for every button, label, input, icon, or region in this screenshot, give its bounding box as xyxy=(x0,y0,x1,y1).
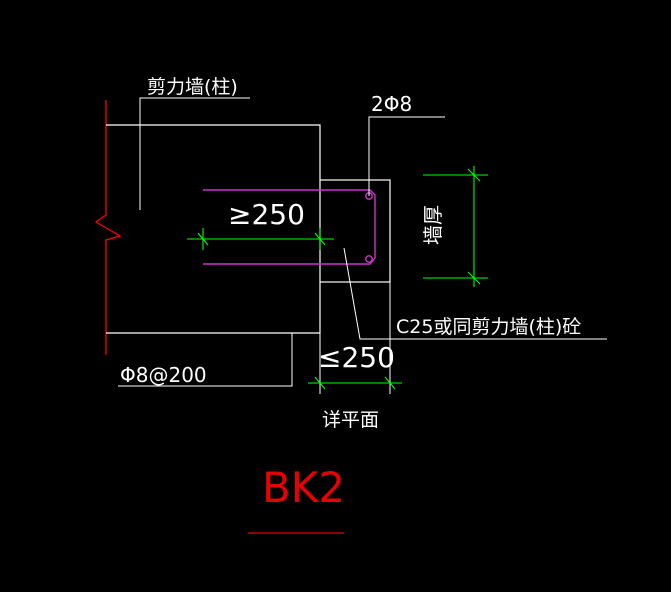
detail-title: BK2 xyxy=(262,463,345,512)
stirrup-label: Φ8@200 xyxy=(120,363,207,387)
wall-thickness-label: 墙厚 xyxy=(421,205,445,245)
overlap-dimension-label: ≥250 xyxy=(228,198,305,231)
shear-wall-label: 剪力墙(柱) xyxy=(147,76,238,98)
see-plan-label: 详平面 xyxy=(322,409,379,431)
top-bar-label: 2Φ8 xyxy=(371,92,412,116)
max-dimension-label: ≤250 xyxy=(318,341,395,374)
concrete-note-label: C25或同剪力墙(柱)砼 xyxy=(396,316,581,338)
leader-lines xyxy=(118,97,607,394)
dimension-lines xyxy=(187,166,488,390)
protrusion-box xyxy=(319,179,391,283)
break-line xyxy=(94,100,122,355)
